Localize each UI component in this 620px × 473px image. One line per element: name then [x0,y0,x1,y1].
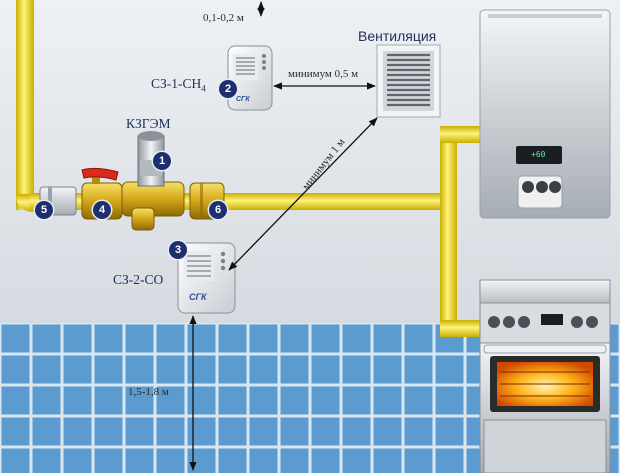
min-one-arrow [228,117,378,271]
badge-4: 4 [93,201,111,219]
floor-height-label: 1,5-1,8 м [128,386,169,398]
badge-6: 6 [209,201,227,219]
sensor-ch4-label: СЗ-1-СН4 [151,76,206,94]
gas-stove [479,279,611,473]
ventilation-grille [376,44,441,118]
badge-3: 3 [169,241,187,259]
sensor-ch4 [227,45,273,111]
sensor-ch4-brand: СГК [236,96,250,103]
sensor-ch4-label-text: СЗ-1-СН [151,76,202,91]
min-half-label: минимум 0,5 м [288,68,359,80]
sensor-co-label: СЗ-2-СО [113,272,164,287]
valve-handle [81,167,119,181]
badge-1: 1 [153,152,171,170]
sensor-ch4-label-subscript: 4 [201,83,206,94]
kzgem-label: КЗГЭМ [126,116,171,131]
gas-pipe-stove-inlet [440,320,486,337]
top-gap-label: 0,1-0,2 м [203,12,244,24]
gas-boiler [479,9,611,219]
sensor-co-brand: СГК [189,292,207,302]
badge-5: 5 [35,201,53,219]
gas-pipe-boiler-inlet [440,126,482,143]
ventilation-label: Вентиляция [358,28,437,44]
gas-pipe-to-boiler [440,134,457,210]
badge-2: 2 [219,80,237,98]
boiler-display-value: +60 [531,150,546,159]
sensor-co [177,242,236,314]
gas-pipe-to-stove [440,205,457,333]
gas-pipe-riser [16,0,34,210]
